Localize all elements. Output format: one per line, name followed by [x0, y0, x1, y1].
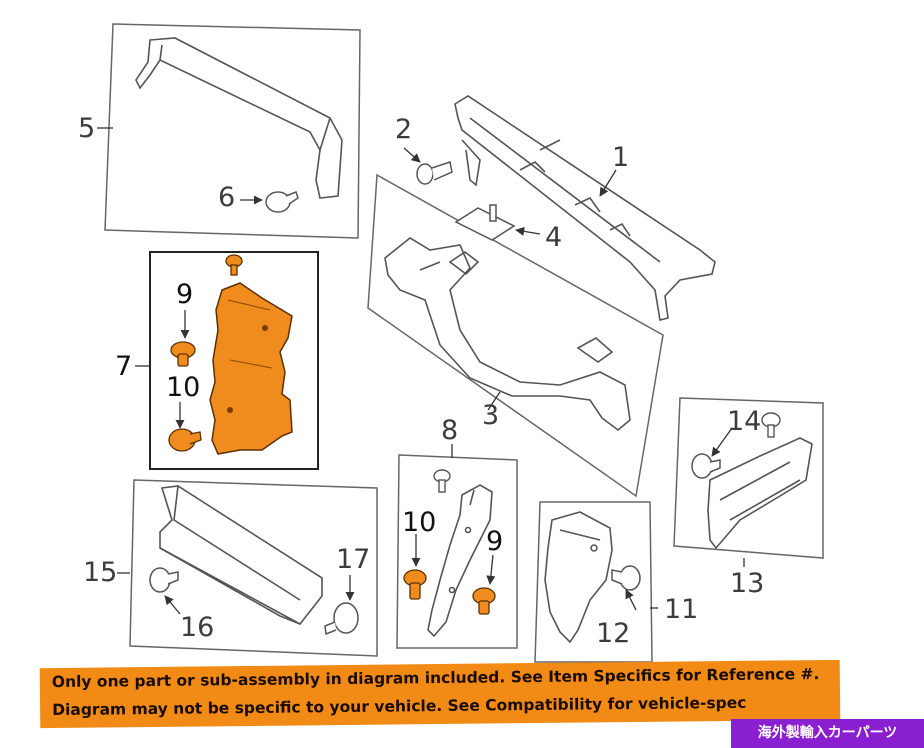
part-11-shield [544, 511, 613, 644]
callout-15: 15 [83, 557, 118, 588]
watermark-label: 海外製輸入カーパーツ [731, 719, 924, 748]
part-6-pin [265, 191, 299, 213]
part-1-tie-bar [454, 95, 716, 321]
part-10-fastener-orange-b [403, 569, 427, 600]
callout-9-group8: 9 [486, 526, 504, 557]
group-box-5 [104, 23, 361, 239]
callout-10-group7: 10 [166, 372, 201, 403]
group-box-8 [396, 454, 518, 649]
part-15-deflector [159, 485, 323, 625]
callout-8: 8 [441, 415, 459, 446]
callout-11: 11 [664, 594, 699, 625]
part-7-top-clip [225, 254, 243, 276]
group-box-13 [673, 397, 824, 559]
part-12-pin [611, 565, 641, 591]
part-9-fastener-orange [170, 341, 196, 367]
callout-13: 13 [730, 568, 765, 599]
callout-12: 12 [596, 618, 631, 649]
part-5-brace [135, 37, 343, 199]
part-14-pin [691, 453, 721, 479]
callout-14: 14 [727, 406, 762, 437]
callout-2: 2 [395, 114, 413, 145]
part-10-fastener-orange [168, 428, 202, 452]
callout-10-group8: 10 [402, 507, 437, 538]
part-16-pin [149, 567, 179, 593]
part-17-pin [324, 602, 359, 636]
part-8-bracket [427, 484, 493, 638]
part-7-shield [209, 282, 293, 455]
callout-9-group7: 9 [176, 279, 194, 310]
callout-6: 6 [218, 182, 236, 213]
callout-1: 1 [612, 142, 630, 173]
callout-5: 5 [78, 113, 96, 144]
callout-16: 16 [180, 612, 215, 643]
callout-7: 7 [115, 351, 133, 382]
group-box-7 [149, 251, 319, 470]
part-4-plate [454, 204, 516, 241]
callout-17: 17 [336, 544, 371, 575]
group-box-15 [129, 479, 378, 657]
leader-lines [97, 127, 745, 615]
callout-3: 3 [482, 400, 500, 431]
disclaimer-banner: Only one part or sub-assembly in diagram… [39, 659, 841, 729]
disclaimer-line-2: Diagram may not be specific to your vehi… [52, 693, 747, 720]
part-8-top-pin [433, 469, 451, 493]
part-14-top-pin [761, 412, 781, 438]
part-3-support [384, 237, 631, 432]
part-2-bolt [416, 161, 453, 185]
disclaimer-line-1: Only one part or sub-assembly in diagram… [51, 665, 820, 692]
callout-4: 4 [545, 222, 563, 253]
part-9-fastener-orange-b [472, 587, 496, 615]
group-box-3 [367, 173, 664, 498]
part-13-side-shield [707, 437, 813, 550]
